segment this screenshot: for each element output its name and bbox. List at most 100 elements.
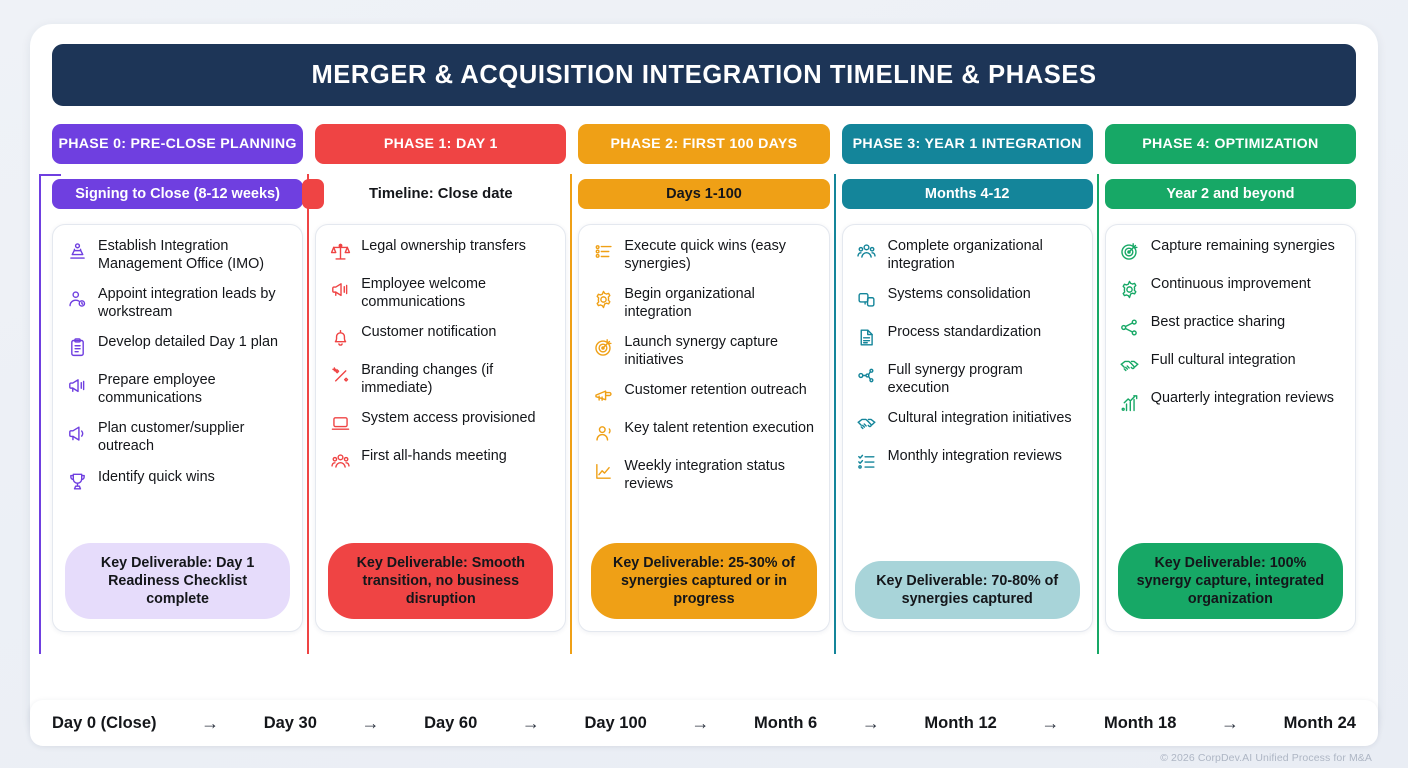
list-item[interactable]: Plan customer/supplier outreach	[65, 420, 290, 455]
task-list-icon	[591, 239, 615, 263]
list-item[interactable]: Begin organizational integration	[591, 286, 816, 321]
list-item-label: Legal ownership transfers	[361, 238, 526, 254]
list-item[interactable]: Key talent retention execution	[591, 420, 816, 445]
list-item[interactable]: Employee welcome communications	[328, 276, 553, 311]
list-item[interactable]: Systems consolidation	[855, 286, 1080, 311]
list-item-label: Continuous improvement	[1150, 276, 1311, 292]
axis-node-5: Month 12	[924, 713, 997, 732]
list-item-label: Launch synergy capture initiatives	[624, 334, 778, 368]
list-item[interactable]: Complete organizational integration	[855, 238, 1080, 273]
phase-timeline-pill-2[interactable]: Days 1-100	[578, 179, 830, 209]
megaphone-outline-icon	[591, 383, 615, 407]
list-item[interactable]: Full cultural integration	[1118, 352, 1343, 377]
list-item-label: Begin organizational integration	[624, 286, 755, 320]
list-item-label: Capture remaining synergies	[1150, 238, 1335, 254]
list-item[interactable]: Identify quick wins	[65, 469, 290, 494]
phase-timeline-pill-3[interactable]: Months 4-12	[841, 179, 1093, 209]
list-item[interactable]: Prepare employee communications	[65, 372, 290, 407]
axis-arrow-icon: →	[1220, 712, 1239, 733]
list-item[interactable]: Establish Integration Management Office …	[65, 238, 290, 273]
target-arrow-icon	[591, 335, 615, 359]
axis-node-0: Day 0 (Close)	[52, 713, 157, 732]
phase-connector-line-1	[307, 174, 310, 654]
list-item[interactable]: Branding changes (if immediate)	[328, 362, 553, 397]
axis-arrow-icon: →	[521, 712, 540, 733]
handshake-icon	[1118, 353, 1142, 377]
trophy-icon	[65, 470, 89, 494]
list-item[interactable]: Customer notification	[328, 324, 553, 349]
list-item-label: Quarterly integration reviews	[1150, 390, 1334, 406]
main-board: MERGER & ACQUISITION INTEGRATION TIMELIN…	[30, 24, 1378, 738]
list-item-label: Complete organizational integration	[887, 238, 1043, 272]
axis-node-6: Month 18	[1103, 713, 1177, 732]
list-item-label: Develop detailed Day 1 plan	[98, 334, 279, 351]
list-item[interactable]: Continuous improvement	[1118, 276, 1343, 301]
people-group-icon	[855, 239, 879, 263]
phase-timeline-label-1: Timeline: Close date	[368, 186, 513, 202]
key-deliverable-badge-2: Key Deliverable: 25-30% of synergies cap…	[591, 543, 817, 619]
phase-connector-line-4	[1096, 174, 1099, 654]
list-item-label: Establish Integration Management Office …	[98, 238, 265, 272]
phase-header-2[interactable]: PHASE 2: FIRST 100 DAYS	[578, 124, 830, 164]
list-item[interactable]: Appoint integration leads by workstream	[65, 286, 290, 321]
list-item-label: Plan customer/supplier outreach	[98, 420, 245, 454]
systems-merge-icon	[855, 287, 879, 311]
list-item[interactable]: Quarterly integration reviews	[1118, 390, 1343, 415]
org-chart-icon	[65, 239, 89, 263]
list-item[interactable]: Full synergy program execution	[855, 362, 1080, 397]
footer-credit: © 2026 CorpDev.AI Unified Process for M&…	[1160, 752, 1372, 764]
list-item[interactable]: System access provisioned	[328, 410, 553, 435]
title-bar: MERGER & ACQUISITION INTEGRATION TIMELIN…	[52, 44, 1356, 106]
list-item-label: Branding changes (if immediate)	[361, 362, 494, 396]
user-person-icon	[591, 421, 615, 445]
laptop-icon	[328, 411, 352, 435]
list-item-label: Customer notification	[361, 324, 497, 341]
list-item-label: Best practice sharing	[1150, 314, 1286, 330]
list-item[interactable]: Legal ownership transfers	[328, 238, 553, 263]
phase-header-4[interactable]: PHASE 4: OPTIMIZATION	[1104, 124, 1356, 164]
list-item[interactable]: Best practice sharing	[1118, 314, 1343, 339]
axis-node-7: Month 24	[1283, 713, 1356, 732]
list-item[interactable]: Launch synergy capture initiatives	[591, 334, 816, 369]
phase-timeline-pill-0[interactable]: Signing to Close (8-12 weeks)	[52, 179, 304, 209]
key-deliverable-badge-1: Key Deliverable: Smooth transition, no b…	[328, 543, 554, 619]
clipboard-icon	[65, 335, 89, 359]
list-item[interactable]: Cultural integration initiatives	[855, 410, 1080, 435]
list-item-label: Full synergy program execution	[887, 362, 1023, 396]
phase-header-0[interactable]: PHASE 0: PRE-CLOSE PLANNING	[52, 124, 304, 164]
phase-item-list-0: Establish Integration Management Office …	[65, 238, 290, 543]
phase-card-2: Execute quick wins (easy synergies) Begin…	[578, 224, 830, 632]
gear-icon	[1118, 277, 1142, 301]
list-item[interactable]: Execute quick wins (easy synergies)	[591, 238, 816, 273]
handshake-icon	[855, 411, 879, 435]
megaphone-lines-icon	[328, 277, 352, 301]
megaphone-lines-icon	[65, 373, 89, 397]
gear-icon	[591, 287, 615, 311]
list-item[interactable]: Customer retention outreach	[591, 382, 816, 407]
phase-header-1[interactable]: PHASE 1: DAY 1	[315, 124, 567, 164]
list-item[interactable]: Monthly integration reviews	[855, 448, 1080, 473]
list-item[interactable]: Weekly integration status reviews	[591, 458, 816, 493]
list-item[interactable]: Process standardization	[855, 324, 1080, 349]
phase-timeline-pill-4[interactable]: Year 2 and beyond	[1104, 179, 1356, 209]
brand-wand-icon	[328, 363, 352, 387]
phase-header-3[interactable]: PHASE 3: YEAR 1 INTEGRATION	[841, 124, 1093, 164]
list-item[interactable]: Capture remaining synergies	[1118, 238, 1343, 263]
list-item[interactable]: First all-hands meeting	[328, 448, 553, 473]
axis-node-2: Day 60	[424, 713, 478, 732]
axis-node-1: Day 30	[263, 713, 317, 732]
list-item-label: Prepare employee communications	[98, 372, 216, 406]
list-item-label: Systems consolidation	[887, 286, 1031, 303]
list-item-label: Monthly integration reviews	[887, 448, 1062, 465]
list-item-label: Employee welcome communications	[361, 276, 486, 310]
list-item-label: System access provisioned	[361, 410, 536, 427]
list-item[interactable]: Develop detailed Day 1 plan	[65, 334, 290, 359]
phase-timeline-stub-1	[302, 179, 325, 209]
